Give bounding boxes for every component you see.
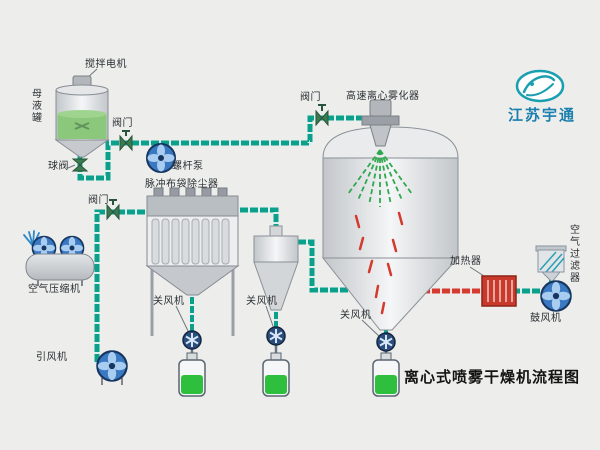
label-exhaust-valve: 阀门 bbox=[88, 195, 109, 206]
mother-liquor-tank bbox=[54, 75, 110, 158]
discharge-connectors bbox=[190, 344, 388, 354]
screw-pump-icon bbox=[146, 143, 176, 173]
company-name: 江苏宇通 bbox=[508, 106, 577, 124]
rotary-valve-tower-icon bbox=[376, 332, 396, 352]
air-filter-icon bbox=[535, 245, 567, 283]
drying-tower bbox=[321, 99, 460, 331]
label-leader-lines bbox=[67, 68, 488, 339]
label-heater: 加热器 bbox=[450, 256, 482, 267]
centrifugal-atomizer-icon bbox=[361, 99, 400, 147]
label-atomizer: 高速离心雾化器 bbox=[346, 91, 420, 102]
label-rotary-valve-cyclone: 关风机 bbox=[246, 296, 278, 307]
label-screw-pump: 螺杆泵 bbox=[172, 161, 204, 172]
label-air-compressor: 空气压缩机 bbox=[28, 284, 81, 295]
label-ball-valve: 球阀 bbox=[48, 161, 69, 172]
heater-icon bbox=[481, 275, 517, 307]
rotary-valve-bagfilter-icon bbox=[182, 330, 202, 350]
label-feed-valve: 阀门 bbox=[112, 118, 133, 129]
label-air-filter: 空气过滤器 bbox=[567, 224, 579, 284]
label-bag-filter: 脉冲布袋除尘器 bbox=[145, 179, 219, 190]
label-atomizer-valve: 阀门 bbox=[300, 92, 321, 103]
induced-draft-fan-icon bbox=[96, 350, 128, 385]
collection-bottle-bagfilter bbox=[178, 352, 206, 397]
exhaust-valve-icon bbox=[106, 199, 120, 221]
company-logo-icon bbox=[515, 69, 565, 103]
ball-valve-icon bbox=[71, 158, 89, 172]
label-blower: 鼓风机 bbox=[530, 313, 562, 324]
blower-fan-icon bbox=[540, 280, 572, 312]
air-compressor bbox=[23, 230, 95, 286]
label-induced-draft-fan: 引风机 bbox=[36, 352, 68, 363]
label-mother-liquor-tank: 母液罐 bbox=[29, 88, 41, 124]
rotary-valve-cyclone-icon bbox=[266, 326, 286, 346]
collection-bottle-cyclone bbox=[262, 352, 290, 397]
spray-pattern-icon bbox=[347, 149, 413, 207]
hot-air-marks-icon bbox=[354, 211, 404, 315]
feed-valve-icon bbox=[119, 130, 133, 152]
diagram-title: 离心式喷雾干燥机流程图 bbox=[404, 368, 581, 386]
label-rotary-valve-bagfilter: 关风机 bbox=[153, 296, 185, 307]
bagfilter-to-fan-pipe bbox=[94, 209, 147, 364]
label-stir-motor: 搅拌电机 bbox=[85, 59, 127, 70]
feed-pipe bbox=[77, 115, 366, 181]
pulse-bag-dust-collector bbox=[145, 187, 240, 336]
atomizer-valve-icon bbox=[315, 104, 329, 127]
cyclone-separator bbox=[253, 225, 299, 311]
collection-bottle-tower bbox=[372, 352, 400, 397]
label-rotary-valve-tower: 关风机 bbox=[340, 310, 372, 321]
